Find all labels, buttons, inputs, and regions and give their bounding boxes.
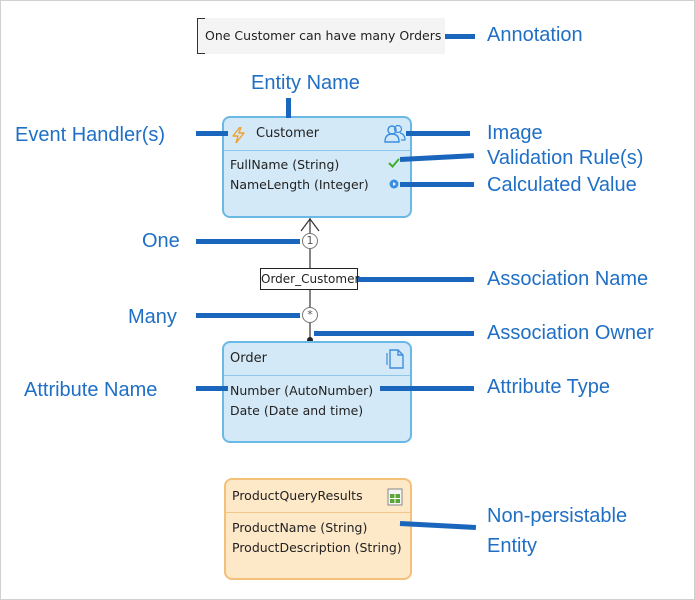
attribute-fullname: FullName (String): [230, 157, 340, 172]
calculated-dot-icon: [389, 179, 399, 189]
association-name-callout-bar: [358, 277, 474, 282]
entity-header: [226, 480, 410, 513]
entity-name: Customer: [256, 126, 320, 141]
entity-name-callout-bar: [286, 98, 291, 118]
entity-product-query-results[interactable]: ProductQueryResults ProductName (String)…: [224, 478, 412, 580]
callout-attribute-name: Attribute Name: [24, 379, 158, 401]
navigation-arrow: [300, 218, 320, 232]
callout-image: Image: [487, 122, 543, 144]
callout-non-persistable-line1: Non-persistable: [487, 505, 628, 527]
entity-customer[interactable]: Customer FullName (String) NameLength (I…: [222, 116, 412, 218]
entity-name: ProductQueryResults: [232, 488, 363, 503]
entity-order[interactable]: Order Number (AutoNumber) Date (Date and…: [222, 341, 412, 443]
event-handler-callout-bar: [196, 131, 228, 136]
spreadsheet-icon: [387, 488, 403, 506]
attribute-productdescription: ProductDescription (String): [232, 540, 402, 555]
annotation-callout-bar: [445, 34, 475, 39]
callout-annotation: Annotation: [487, 24, 583, 46]
attribute-number: Number (AutoNumber): [230, 383, 374, 398]
lightning-icon: [232, 127, 245, 143]
image-callout-bar: [406, 131, 470, 136]
association-name[interactable]: Order_Customer: [260, 268, 359, 290]
callout-entity-name: Entity Name: [251, 72, 360, 94]
callout-association-name: Association Name: [487, 268, 649, 290]
document-icon: [386, 349, 404, 369]
multiplicity-one: 1: [302, 233, 318, 249]
attribute-productname: ProductName (String): [232, 520, 368, 535]
association-owner-callout-bar: [314, 331, 474, 336]
checkmark-icon: [388, 158, 400, 168]
entity-header: [224, 343, 410, 376]
callout-many: Many: [128, 306, 177, 328]
callout-non-persistable-line2: Entity: [487, 535, 538, 557]
entity-header: [224, 118, 410, 151]
attribute-date: Date (Date and time): [230, 403, 364, 418]
callout-event-handlers: Event Handler(s): [15, 124, 166, 146]
multiplicity-many: *: [302, 307, 318, 323]
many-callout-bar: [196, 313, 300, 318]
one-callout-bar: [196, 239, 300, 244]
callout-calculated-value: Calculated Value: [487, 174, 637, 196]
annotation-bracket: [197, 18, 205, 54]
callout-one: One: [142, 230, 180, 252]
annotation[interactable]: One Customer can have many Orders: [197, 18, 445, 54]
users-icon: [384, 124, 406, 143]
annotation-text: One Customer can have many Orders: [205, 28, 442, 43]
calculated-callout-bar: [400, 182, 474, 187]
attribute-type-callout-bar: [380, 386, 474, 391]
entity-name: Order: [230, 351, 267, 366]
attribute-name-callout-bar: [196, 386, 228, 391]
callout-association-owner: Association Owner: [487, 322, 654, 344]
callout-attribute-type: Attribute Type: [487, 376, 611, 398]
callout-validation-rules: Validation Rule(s): [487, 147, 644, 169]
attribute-namelength: NameLength (Integer): [230, 177, 369, 192]
